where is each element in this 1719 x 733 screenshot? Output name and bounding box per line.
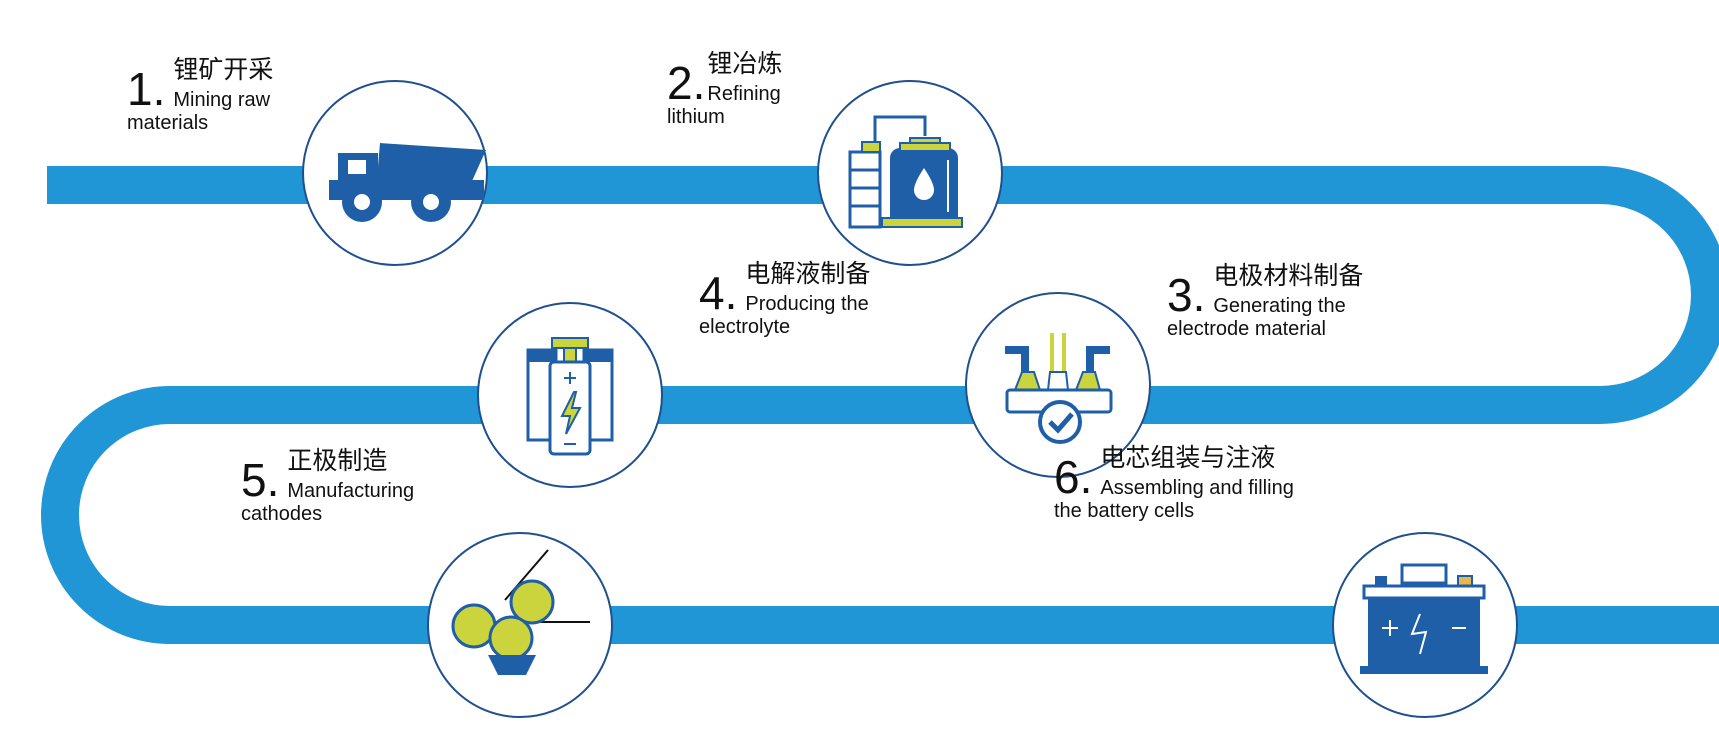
electrode-check-icon (1005, 333, 1113, 444)
step-2-label: 2. 锂冶炼 Refining lithium (667, 49, 783, 129)
car-battery-icon (1360, 563, 1488, 674)
step-6-title-en-line2: the battery cells (1054, 499, 1195, 522)
step-4-number: 4. (699, 266, 738, 319)
step-3-node (965, 292, 1151, 478)
step-2-title-zh: 锂冶炼 (707, 49, 783, 78)
step-4-title-zh: 电解液制备 (745, 259, 871, 288)
step-3-number: 3. (1167, 268, 1206, 321)
step-4-title-en-line1: Producing the (745, 292, 869, 315)
step-4-title-en-line2: electrolyte (699, 315, 791, 338)
step-1-node (302, 80, 488, 266)
electrolyte-battery-icon (526, 337, 614, 456)
step-1-title-zh: 锂矿开采 (173, 55, 274, 84)
step-2-node (817, 80, 1003, 266)
step-1-label: 1. 锂矿开采 Mining raw materials (127, 55, 274, 135)
process-path (41, 166, 1719, 644)
step-2-title-en-line2: lithium (667, 105, 725, 128)
refinery-tank-icon (848, 115, 963, 229)
step-3-title-en-line2: electrode material (1167, 317, 1326, 340)
step-3-title-zh: 电极材料制备 (1213, 261, 1364, 290)
step-3-title-en-line1: Generating the (1213, 294, 1346, 317)
step-2-title-en-line1: Refining (707, 82, 781, 105)
step-6-node (1332, 532, 1518, 718)
step-5-number: 5. (241, 453, 280, 506)
step-5-title-zh: 正极制造 (287, 446, 388, 475)
step-6-number: 6. (1054, 450, 1093, 503)
cathode-rollers-icon (451, 549, 590, 675)
step-2-number: 2. (667, 56, 706, 109)
mining-truck-icon (329, 143, 486, 222)
step-1-title-en-line1: Mining raw (173, 88, 271, 111)
step-6-label: 6. 电芯组装与注液 Assembling and filling the ba… (1054, 443, 1294, 523)
step-1-title-en-line2: materials (127, 111, 209, 134)
step-3-label: 3. 电极材料制备 Generating the electrode mater… (1167, 261, 1364, 341)
step-1-number: 1. (127, 62, 166, 115)
step-6-title-zh: 电芯组装与注液 (1100, 443, 1276, 472)
step-5-label: 5. 正极制造 Manufacturing cathodes (241, 446, 415, 526)
step-5-title-en-line2: cathodes (241, 502, 323, 525)
step-5-title-en-line1: Manufacturing (287, 479, 415, 502)
step-5-node (427, 532, 613, 718)
step-6-title-en-line1: Assembling and filling (1100, 476, 1294, 499)
step-4-label: 4. 电解液制备 Producing the electrolyte (699, 259, 871, 339)
step-4-node (477, 302, 663, 488)
